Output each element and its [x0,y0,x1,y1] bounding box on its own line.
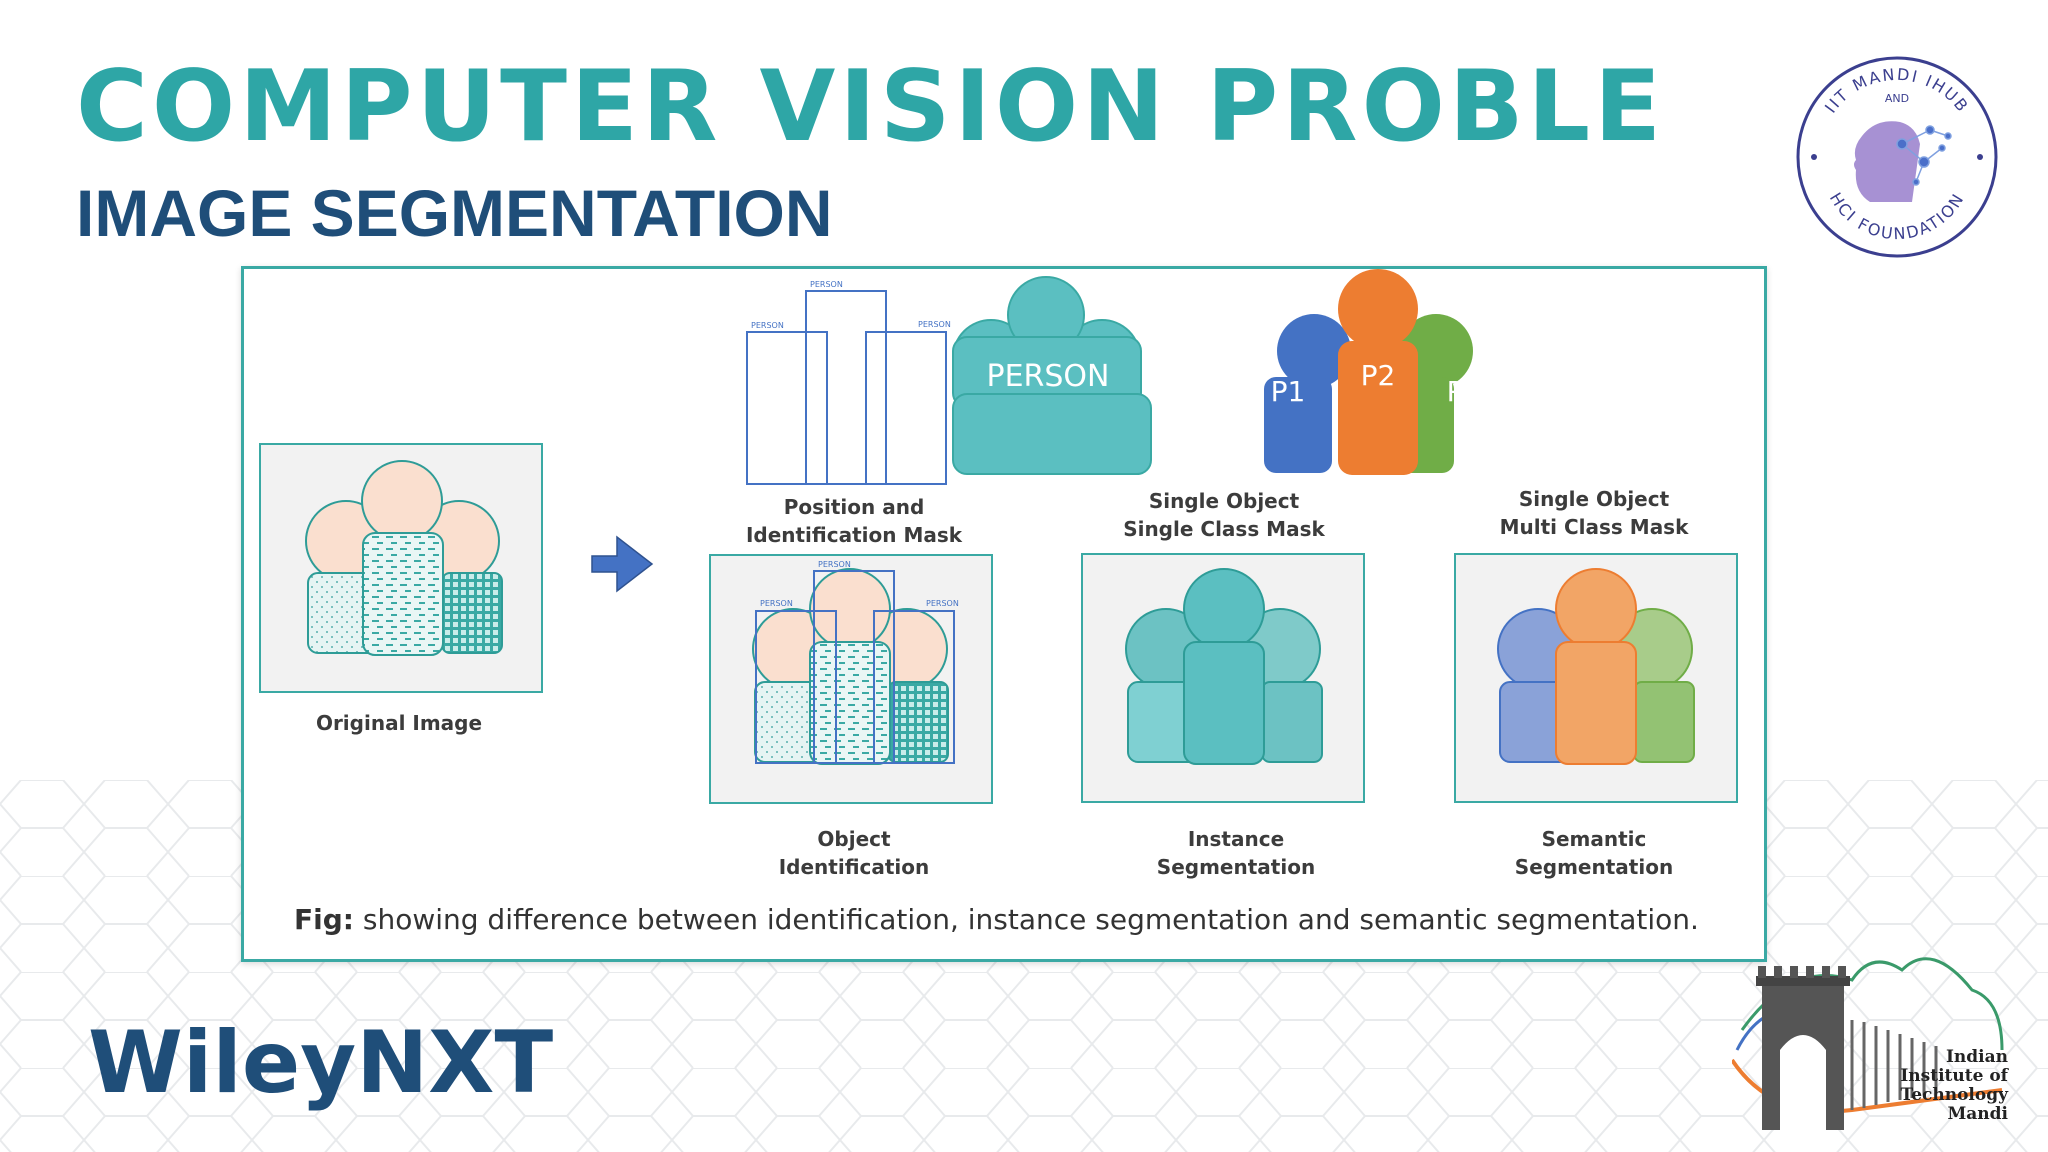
person-mask-label: PERSON [987,359,1110,394]
p2-label: P2 [1361,359,1396,392]
object-identification-image: PERSON PERSON PERSON [709,554,993,804]
slide-title: COMPUTER VISION PROBLE [76,50,1666,164]
label-object-identification: Object Identification [778,827,930,879]
multi-class-mask [1264,269,1473,475]
arrow-right-icon [591,535,654,593]
figure-caption: Fig: showing difference between identifi… [294,903,1699,936]
caption-prefix: Fig: [294,903,354,936]
person-tag: PERSON [926,599,959,608]
person-tag: PERSON [751,321,784,330]
iit-line-4: Mandi [1947,1104,2008,1124]
position-identification-mask [746,290,947,485]
caption-text: showing difference between identificatio… [353,903,1699,936]
wileynxt-brand: WileyNXT [88,1013,554,1113]
person-tag: PERSON [810,280,843,289]
instance-segmentation-image [1081,553,1365,803]
person-tag: PERSON [818,560,851,569]
figure-panel: PERSON PERSON PERSON PERSON P1 P2 P3 [241,266,1767,962]
label-multi-class-mask: Single Object Multi Class Mask [1499,487,1689,539]
iit-line-2: Institute of [1900,1066,2008,1086]
label-instance-segmentation: Instance Segmentation [1156,827,1316,879]
iit-line-3: Technology [1900,1085,2009,1105]
iit-mandi-text: Indian Institute of Technology Mandi [1880,1048,2008,1124]
label-single-class-mask: Single Object Single Class Mask [1123,489,1325,541]
logo-and-text: AND [1885,92,1909,105]
slide-subtitle: IMAGE SEGMENTATION [76,176,833,250]
original-image [259,443,543,693]
ihub-hci-foundation-logo: IIT MANDI IHUB AND HCI FOUNDATION [1796,56,1998,258]
single-class-mask [952,276,1152,475]
iit-mandi-logo [1732,957,2004,1130]
p3-label: P3 [1447,375,1482,408]
label-original-image: Original Image [315,711,483,735]
p1-label: P1 [1271,375,1306,408]
segmentation-diagram: PERSON PERSON PERSON PERSON P1 P2 P3 [259,269,1738,804]
label-semantic-segmentation: Semantic Segmentation [1514,827,1674,879]
person-tag: PERSON [918,320,951,329]
person-tag: PERSON [760,599,793,608]
label-position-mask: Position and Identification Mask [745,495,963,547]
semantic-segmentation-image [1454,553,1738,803]
iit-line-1: Indian [1945,1047,2008,1067]
